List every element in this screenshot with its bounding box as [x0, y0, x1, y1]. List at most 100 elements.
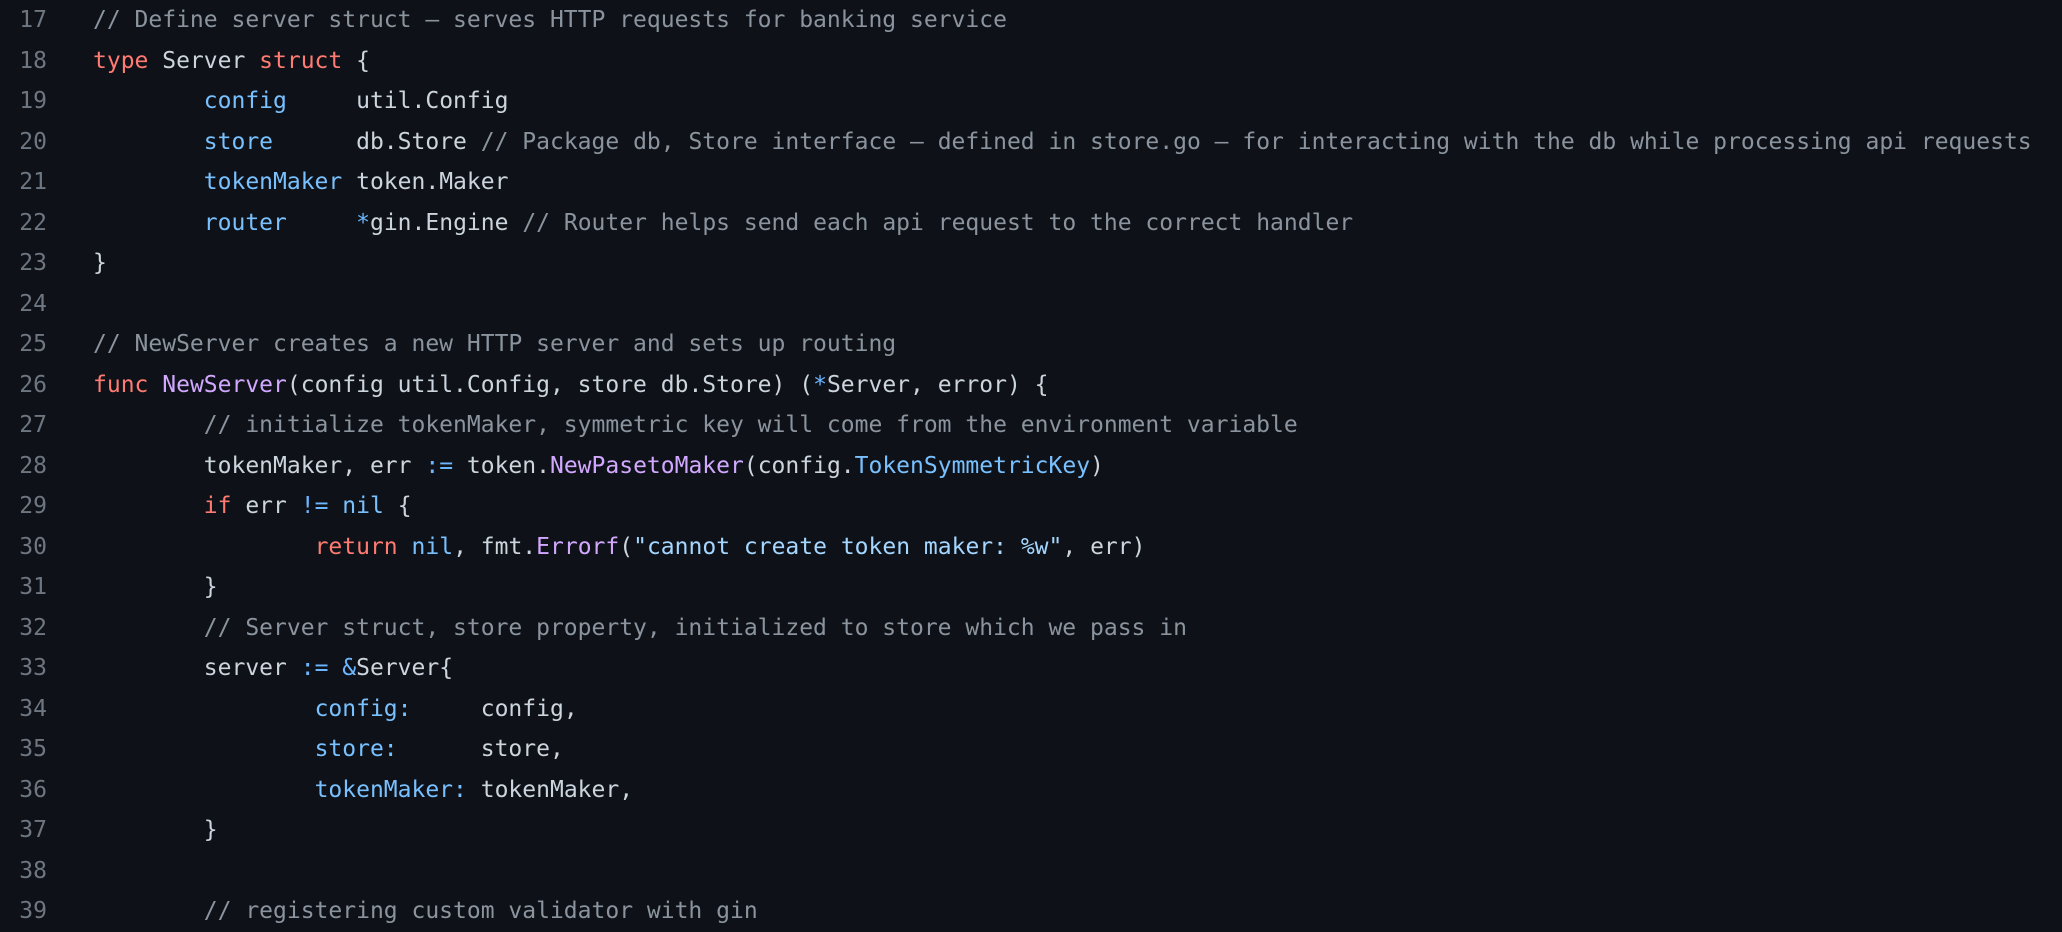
code-text[interactable]: tokenMaker: tokenMaker,	[47, 770, 634, 811]
token-f	[93, 88, 204, 114]
token-f: }	[93, 817, 218, 844]
line-number: 21	[19, 169, 47, 196]
line-number: 18	[19, 47, 47, 74]
token-o: *	[356, 209, 370, 236]
token-f: (	[619, 533, 634, 560]
token-k: return	[314, 533, 398, 560]
code-line[interactable]: 29 if err != nil {	[0, 486, 2062, 527]
code-text[interactable]: router *gin.Engine // Router helps send …	[47, 203, 1353, 244]
token-v: nil	[411, 533, 454, 560]
code-line[interactable]: 19 config util.Config	[0, 81, 2062, 122]
token-f	[93, 493, 204, 519]
code-line[interactable]: 36 tokenMaker: tokenMaker,	[0, 770, 2062, 811]
code-line[interactable]: 28 tokenMaker, err := token.NewPasetoMak…	[0, 446, 2062, 487]
code-text[interactable]: return nil, fmt.Errorf("cannot create to…	[47, 527, 1146, 568]
token-v: TokenSymmetricKey	[854, 452, 1091, 479]
token-f: config,	[411, 695, 578, 722]
code-text[interactable]: store: store,	[47, 729, 564, 770]
code-line[interactable]: 34 config: config,	[0, 689, 2062, 730]
token-v: store:	[314, 736, 398, 763]
line-number: 37	[19, 817, 47, 844]
code-line[interactable]: 25// NewServer creates a new HTTP server…	[0, 324, 2062, 365]
token-v: tokenMaker:	[314, 776, 467, 803]
code-line[interactable]: 32 // Server struct, store property, ini…	[0, 608, 2062, 649]
token-f: }	[93, 250, 107, 277]
code-text[interactable]: if err != nil {	[47, 486, 412, 527]
token-v: router	[203, 209, 287, 236]
token-v: config	[203, 88, 287, 115]
code-text[interactable]: }	[47, 567, 218, 608]
line-number: 36	[19, 776, 47, 803]
token-f: {	[383, 493, 412, 520]
token-k: type	[93, 47, 149, 74]
code-text[interactable]: // initialize tokenMaker, symmetric key …	[47, 405, 1298, 446]
code-line[interactable]: 30 return nil, fmt.Errorf("cannot create…	[0, 527, 2062, 568]
code-text[interactable]: }	[47, 243, 107, 284]
token-f: )	[1090, 452, 1104, 479]
line-number: 28	[19, 452, 47, 479]
line-number: 27	[19, 412, 47, 439]
code-line[interactable]: 31 }	[0, 567, 2062, 608]
token-fn: NewPasetoMaker	[549, 452, 744, 479]
line-number: 33	[19, 655, 47, 682]
code-line[interactable]: 23}	[0, 243, 2062, 284]
token-f	[93, 169, 204, 195]
code-text[interactable]: // Define server struct – serves HTTP re…	[47, 0, 1007, 41]
line-number: 22	[19, 209, 47, 236]
code-line[interactable]: 20 store db.Store // Package db, Store i…	[0, 122, 2062, 163]
line-number: 26	[19, 371, 47, 398]
token-f	[93, 696, 315, 722]
code-text[interactable]: config util.Config	[47, 81, 509, 122]
token-k: func	[93, 371, 149, 398]
code-text[interactable]: // Server struct, store property, initia…	[47, 608, 1187, 649]
token-s: "cannot create token maker: %w"	[633, 533, 1063, 560]
code-line[interactable]: 35 store: store,	[0, 729, 2062, 770]
code-text[interactable]	[47, 851, 93, 892]
code-line[interactable]: 22 router *gin.Engine // Router helps se…	[0, 203, 2062, 244]
line-number: 34	[19, 695, 47, 722]
code-line[interactable]: 21 tokenMaker token.Maker	[0, 162, 2062, 203]
token-v: nil	[342, 493, 384, 520]
token-f: db.Store	[273, 128, 481, 155]
token-v: store	[203, 128, 274, 155]
token-o: !=	[300, 493, 329, 520]
code-text[interactable]: }	[47, 810, 218, 851]
token-f	[93, 615, 204, 641]
code-text[interactable]: tokenMaker token.Maker	[47, 162, 509, 203]
line-number: 24	[19, 290, 47, 317]
code-line[interactable]: 38	[0, 851, 2062, 892]
token-f: store,	[397, 736, 564, 763]
token-f	[287, 210, 356, 236]
token-o: *	[813, 371, 827, 398]
code-text[interactable]: config: config,	[47, 689, 578, 730]
code-line[interactable]: 27 // initialize tokenMaker, symmetric k…	[0, 405, 2062, 446]
code-line[interactable]: 17// Define server struct – serves HTTP …	[0, 0, 2062, 41]
code-text[interactable]: tokenMaker, err := token.NewPasetoMaker(…	[47, 446, 1104, 487]
line-number: 17	[19, 7, 47, 33]
token-f: tokenMaker,	[466, 776, 634, 803]
token-f	[328, 493, 342, 519]
code-text[interactable]: server := &Server{	[47, 648, 453, 689]
line-number: 19	[19, 88, 47, 115]
code-text[interactable]: // NewServer creates a new HTTP server a…	[47, 324, 896, 365]
code-text[interactable]	[47, 284, 93, 325]
token-fn: NewServer	[162, 371, 287, 398]
code-text[interactable]: store db.Store // Package db, Store inte…	[47, 122, 2032, 163]
token-f	[328, 655, 342, 681]
line-number: 20	[19, 128, 47, 155]
token-o: :=	[300, 655, 329, 682]
token-f: (config.	[743, 452, 855, 479]
code-text[interactable]: func NewServer(config util.Config, store…	[47, 365, 1049, 406]
code-text[interactable]: // registering custom validator with gin	[47, 891, 758, 932]
code-text[interactable]: type Server struct {	[47, 41, 370, 82]
code-line[interactable]: 33 server := &Server{	[0, 648, 2062, 689]
code-line[interactable]: 39 // registering custom validator with …	[0, 891, 2062, 932]
code-line[interactable]: 24	[0, 284, 2062, 325]
line-number: 31	[19, 574, 47, 601]
code-line[interactable]: 37 }	[0, 810, 2062, 851]
token-f: tokenMaker, err	[93, 452, 426, 479]
